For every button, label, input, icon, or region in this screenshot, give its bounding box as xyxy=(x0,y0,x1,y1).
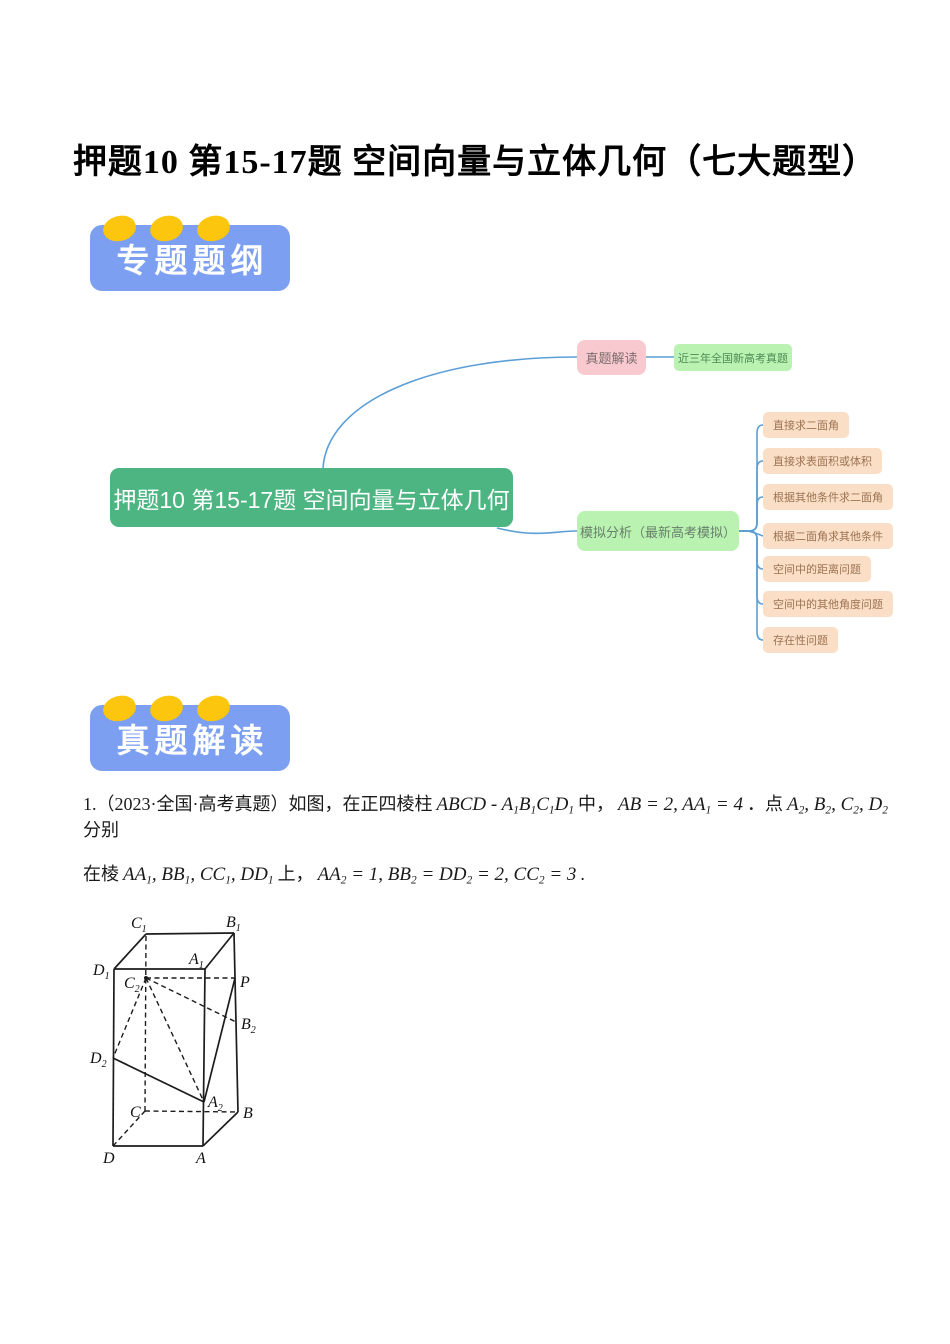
mindmap-topic-node: 空间中的其他角度问题 xyxy=(763,591,893,617)
figure-edge-A-A1 xyxy=(202,968,206,1147)
mindmap-topic-node: 直接求二面角 xyxy=(763,412,849,438)
figure-edge-C2-D2 xyxy=(112,977,147,1059)
figure-label-C: C xyxy=(130,1104,141,1121)
figure-label-A: A xyxy=(195,1150,206,1167)
figure-label-D2: D2 xyxy=(89,1050,107,1070)
figure-label-C2: C2 xyxy=(124,975,140,995)
figure-edge-D1-C1 xyxy=(113,933,147,970)
section-badge-reading-label: 真题解读 xyxy=(116,722,269,759)
mindmap-topic-node: 空间中的距离问题 xyxy=(763,556,871,582)
problem-text: 中， xyxy=(578,794,615,814)
mindmap-branch-zhenti-jiedu: 真题解读 xyxy=(577,340,646,375)
figure-edge-C2-B2 xyxy=(145,977,237,1023)
figure-label-B1: B1 xyxy=(226,914,241,934)
mindmap-topic-node: 根据二面角求其他条件 xyxy=(763,523,893,549)
problem-text: 在棱 xyxy=(83,864,119,884)
figure-edge-C2-A2 xyxy=(145,977,205,1103)
figure-edge-B-B1 xyxy=(233,932,239,1113)
page-title: 押题10 第15-17题 空间向量与立体几何（七大题型） xyxy=(72,144,878,181)
mindmap-topic-node: 根据其他条件求二面角 xyxy=(763,484,893,510)
figure-label-D1: D1 xyxy=(92,962,110,982)
section-badge-outline-label: 专题题纲 xyxy=(116,242,269,279)
problem-text: . xyxy=(580,864,585,884)
figure-label-P: P xyxy=(239,974,250,991)
figure-label-B2: B2 xyxy=(241,1016,256,1036)
figure-label-D: D xyxy=(102,1150,115,1167)
figure-label-B: B xyxy=(243,1105,253,1122)
problem-text: ．点 xyxy=(746,794,783,814)
mindmap-topic-node: 直接求表面积或体积 xyxy=(763,448,882,474)
section-badge-reading: 真题解读 xyxy=(90,691,290,771)
math-expression: ABCD - A1B1C1D1 xyxy=(436,794,575,817)
math-expression: AA1, BB1, CC1, DD1 xyxy=(123,864,274,887)
problem-text: 分别 xyxy=(83,820,119,841)
problem-text: 上， xyxy=(277,864,314,884)
figure-edge-A2-P xyxy=(203,977,236,1103)
figure-edge-A1-B1 xyxy=(204,932,235,970)
section-badge-outline: 专题题纲 xyxy=(90,211,290,291)
figure-edge-C1-B1 xyxy=(145,932,235,935)
figure-edge-C-C1 xyxy=(144,933,147,1112)
figure-label-A1: A1 xyxy=(188,951,204,971)
figure-edge-D2-A2 xyxy=(112,1057,205,1103)
mindmap-child-gaokao-zhenti: 近三年全国新高考真题 xyxy=(674,344,792,371)
math-expression: AA2 = 1, BB2 = DD2 = 2, CC2 = 3 xyxy=(317,864,577,887)
figure-point-dot xyxy=(144,976,148,980)
math-expression: AB = 2, AA1 = 4 xyxy=(618,794,743,817)
mindmap-topic-node: 存在性问题 xyxy=(763,627,838,653)
math-expression: A2, B2, C2, D2 xyxy=(786,794,888,817)
figure-label-C1: C1 xyxy=(131,915,147,935)
figure-edge-A-B xyxy=(202,1111,239,1147)
mindmap-branch-moni-fenxi: 模拟分析（最新高考模拟） xyxy=(577,511,739,551)
figure-edge-C-B xyxy=(144,1110,239,1113)
mindmap-center-node: 押题10 第15-17题 空间向量与立体几何 xyxy=(110,468,513,527)
problem-text: 1.（2023·全国·高考真题）如图，在正四棱柱 xyxy=(83,794,433,814)
